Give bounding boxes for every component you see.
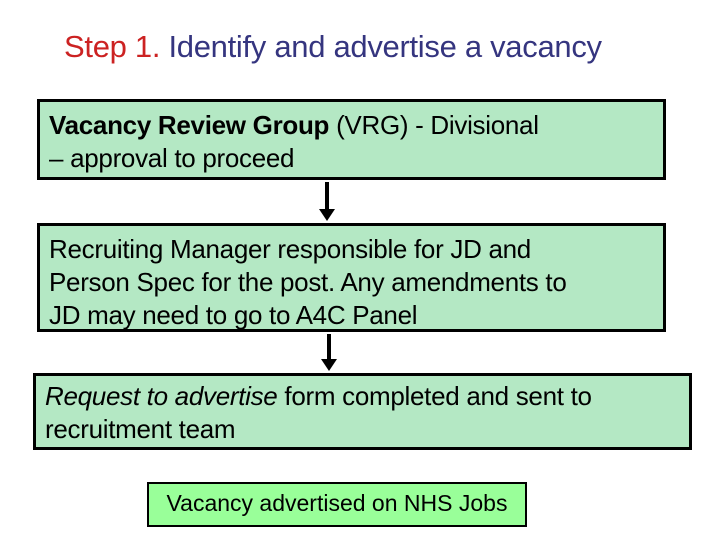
arrow-shaft (325, 182, 329, 209)
slide-title-text: Identify and advertise a vacancy (160, 29, 602, 64)
flow-box-line: Vacancy Review Group (VRG) - Divisional (49, 109, 655, 142)
flow-box-vacancy-advertised: Vacancy advertised on NHS Jobs (147, 482, 527, 527)
slide-title: Step 1. Identify and advertise a vacancy (64, 30, 602, 64)
flow-arrow-down-2 (321, 334, 337, 371)
flow-box-line: – approval to proceed (49, 143, 295, 173)
flow-box-recruiting-manager: Recruiting Manager responsible for JD an… (37, 223, 666, 332)
flow-box-line: JD may need to go to A4C Panel (49, 300, 418, 330)
arrow-down-icon (319, 209, 335, 221)
arrow-shaft (327, 334, 331, 359)
slide-title-step: Step 1. (64, 29, 161, 64)
flow-box-italic-text: Request to advertise (45, 381, 278, 411)
flow-box-line: Request to advertise form completed and … (45, 380, 681, 413)
flow-box-text: Vacancy advertised on NHS Jobs (166, 490, 508, 516)
flow-box-line: recruitment team (45, 414, 236, 444)
flow-box-line: Person Spec for the post. Any amendments… (49, 267, 567, 297)
flow-box-text: (VRG) - Divisional (329, 110, 539, 140)
flow-box-text: form completed and sent to (277, 381, 592, 411)
flow-box-vacancy-review-group: Vacancy Review Group (VRG) - Divisional … (37, 99, 666, 180)
flow-box-request-to-advertise: Request to advertise form completed and … (33, 373, 692, 450)
flow-box-line: Recruiting Manager responsible for JD an… (49, 234, 531, 264)
arrow-down-icon (321, 359, 337, 371)
flow-arrow-down-1 (319, 182, 335, 221)
flow-box-bold-text: Vacancy Review Group (49, 110, 330, 140)
